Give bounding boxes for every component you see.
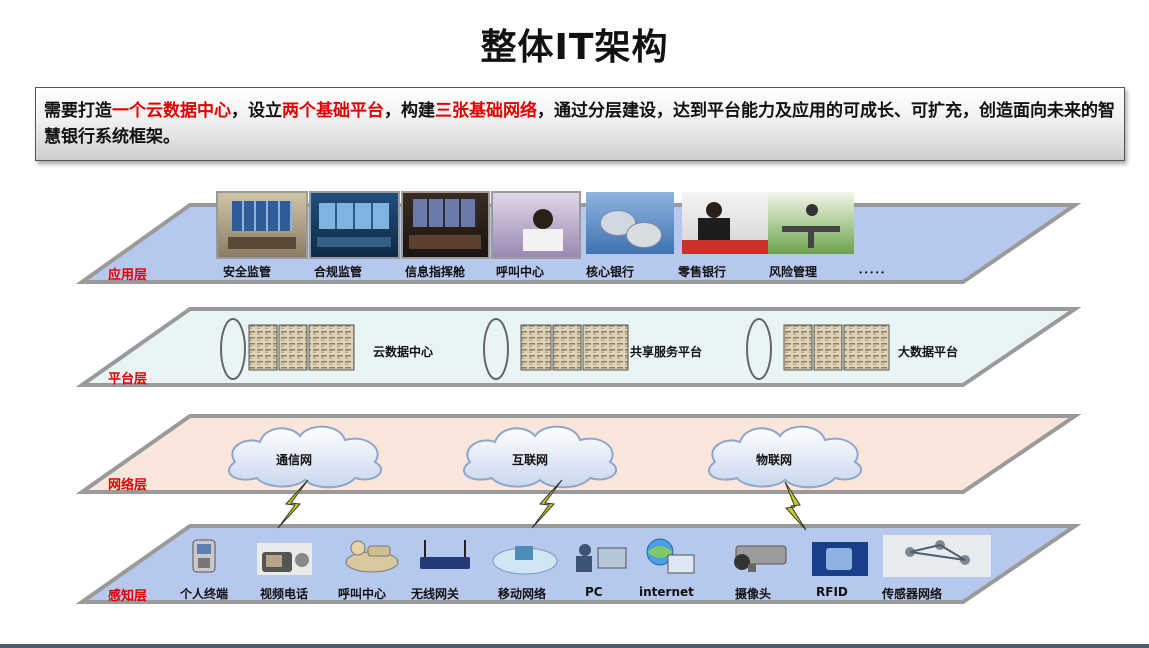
storage-ellipse-icon (220, 318, 246, 380)
page-title: 整体IT架构 (480, 27, 669, 68)
app-item-label: 零售银行 (678, 265, 727, 279)
layer-label-network: 网络层 (108, 478, 148, 493)
server-rack-icon (843, 324, 890, 371)
cloud-icon (228, 425, 383, 489)
sensor-network-icon (883, 535, 991, 577)
server-rack-icon (552, 324, 582, 371)
globe-icon (646, 538, 695, 574)
server-rack-icon (248, 324, 278, 371)
app-item-label: 信息指挥舱 (405, 265, 466, 279)
server-rack-icon (308, 324, 355, 371)
server-group-2 (483, 318, 629, 380)
lightning-icon (784, 481, 807, 531)
rfid-icon (812, 542, 868, 576)
phone-icon (192, 539, 216, 573)
sense-item-label: 摄像头 (735, 587, 772, 601)
router-icon (420, 540, 470, 569)
sense-item-label: 呼叫中心 (338, 587, 387, 601)
monitor-wall-icon (216, 191, 308, 259)
summary-text-3: ，构建 (384, 101, 435, 121)
server-group-1 (220, 318, 355, 380)
platform-item-label: 共享服务平台 (630, 345, 703, 359)
call-center-icon (491, 191, 581, 259)
storage-ellipse-icon (746, 318, 772, 380)
lightning-icon (531, 479, 563, 529)
app-item-label: 呼叫中心 (496, 265, 545, 279)
lightning-icon (277, 479, 309, 529)
summary-box: 需要打造一个云数据中心，设立两个基础平台，构建三张基础网络，通过分层建设，达到平… (35, 87, 1125, 161)
sense-item-label: 传感器网络 (882, 587, 943, 601)
sense-item-label: 视频电话 (260, 587, 309, 601)
cloud-icon (708, 425, 863, 489)
mobile-network-icon (492, 546, 558, 575)
video-phone-icon (257, 543, 312, 575)
coins-icon (586, 192, 674, 254)
summary-text-4: ，通过分层建设，达到平台能力及应用的可成长、可扩充，创造面向未来的智慧银行系统框… (44, 101, 1115, 147)
layer-label-platform: 平台层 (108, 372, 148, 387)
platform-item-label: 云数据中心 (373, 345, 434, 359)
platform-item-label: 大数据平台 (898, 345, 959, 359)
layer-label-application: 应用层 (108, 268, 148, 283)
server-rack-icon (813, 324, 843, 371)
sense-item-label: 移动网络 (498, 587, 547, 601)
network-item-label: 物联网 (756, 453, 793, 467)
summary-text-2: ，设立 (231, 101, 282, 121)
sense-item-label: RFID (816, 585, 848, 599)
server-group-3 (746, 318, 890, 380)
risk-scale-icon (768, 192, 854, 254)
network-item-label: 互联网 (512, 453, 549, 467)
sense-item-label: internet (639, 585, 694, 599)
summary-highlight-1: 一个云数据中心 (112, 101, 231, 121)
app-more-ellipsis: ．．．．． (858, 263, 891, 276)
summary-highlight-3: 三张基础网络 (435, 101, 537, 121)
app-item-label: 合规监管 (314, 265, 363, 279)
command-center-icon (401, 191, 490, 259)
server-rack-icon (582, 324, 629, 371)
layer-label-sense: 感知层 (108, 589, 148, 604)
pc-user-icon (576, 544, 627, 572)
summary-highlight-2: 两个基础平台 (282, 101, 384, 121)
server-rack-icon (783, 324, 813, 371)
sense-item-label: PC (585, 585, 603, 599)
storage-ellipse-icon (483, 318, 509, 380)
control-room-icon (309, 191, 400, 259)
app-item-label: 安全监管 (223, 265, 272, 279)
server-rack-icon (520, 324, 552, 371)
footer-divider (0, 644, 1149, 648)
summary-text-1: 需要打造 (44, 101, 112, 121)
cloud-icon (463, 425, 618, 489)
sense-item-label: 个人终端 (180, 587, 229, 601)
app-item-label: 风险管理 (769, 265, 818, 279)
headset-icon (345, 540, 399, 573)
bank-teller-icon (682, 192, 768, 254)
camera-icon (734, 545, 787, 572)
sense-item-label: 无线网关 (411, 587, 460, 601)
app-item-label: 核心银行 (586, 265, 635, 279)
network-item-label: 通信网 (276, 453, 313, 467)
server-rack-icon (278, 324, 308, 371)
